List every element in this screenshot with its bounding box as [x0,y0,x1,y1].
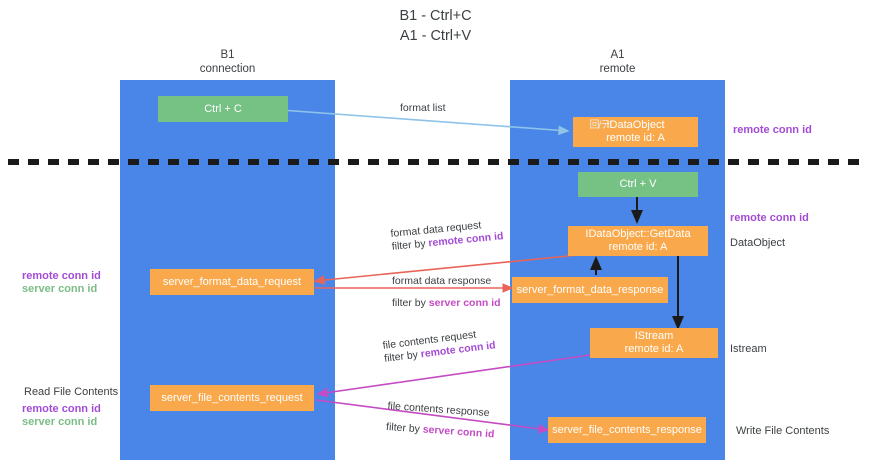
node-idataobject-label: 回/テI IDataObject [589,119,665,132]
node-server-file-contents-request[interactable]: server_file_contents_request [150,385,314,411]
page-title: B1 - Ctrl+C A1 - Ctrl+V [0,6,871,46]
annotation-right-remote-conn-id-top: remote conn id [733,124,812,136]
column-header-right: A1 remote [540,48,695,76]
node-istream-label: IStream [634,330,674,342]
node-istream[interactable]: IStream remote id: A [590,328,718,358]
annotation-left-server-conn-id-2: server conn id [22,416,98,428]
column-right-name: A1 [610,49,625,61]
title-line-1: B1 - Ctrl+C [399,8,472,24]
title-line-2: A1 - Ctrl+V [399,28,472,44]
node-idataobject-name: IDataObject [606,119,665,131]
node-ctrl-c-label: Ctrl + C [204,102,242,115]
node-ctrl-c[interactable]: Ctrl + C [158,96,288,122]
annotation-right-remote-conn-id-mid: remote conn id [730,212,809,224]
annotation-read-file-contents: Read File Contents [24,386,119,398]
node-server-format-data-request-label: server_format_data_request [162,275,302,288]
annotation-left-remote-conn-id-2: remote conn id [22,403,101,415]
node-server-format-data-request[interactable]: server_format_data_request [150,269,314,295]
node-idataobject-glitch: 回/テI [589,120,612,131]
edge-label-format-data-response: format data response filter by server co… [392,275,501,310]
filter-key-server-conn-id: server conn id [428,297,501,309]
node-idataobject-sub: remote id: A [606,132,665,144]
annotation-left-remote-conn-id-1: remote conn id [22,270,101,282]
column-header-left: B1 connection [150,48,305,76]
node-server-format-data-response-label: server_format_data_response [516,283,664,296]
node-server-file-contents-response[interactable]: server_file_contents_response [548,417,706,443]
column-left-name: B1 [220,49,235,61]
edge-label-file-contents-request: file contents request filter by remote c… [382,326,496,365]
node-ctrl-v[interactable]: Ctrl + V [578,172,698,197]
node-getdata-label: IDataObject::GetData [585,228,691,240]
node-ctrl-v-label: Ctrl + V [619,178,657,190]
node-idataobject[interactable]: 回/テI IDataObject remote id: A [573,117,698,147]
annotation-left-server-conn-id-1: server conn id [22,283,98,295]
node-server-file-contents-request-label: server_file_contents_request [161,391,303,404]
column-right-role: remote [599,63,636,75]
edge-label-format-data-response-text: format data response [392,275,492,287]
node-istream-sub: remote id: A [624,343,684,355]
edge-label-format-data-response-filter: filter by server conn id [392,297,501,309]
annotation-dataobject: DataObject [730,237,786,249]
annotation-write-file-contents: Write File Contents [736,425,830,437]
column-left-role: connection [199,63,256,75]
filter-key-server-conn-id-2: server conn id [422,423,495,441]
edge-label-format-data-request: format data request filter by remote con… [390,217,504,254]
node-getdata[interactable]: IDataObject::GetData remote id: A [568,226,708,256]
node-server-file-contents-response-label: server_file_contents_response [552,423,702,436]
edge-label-format-list: format list [400,102,446,114]
annotation-istream: Istream [730,343,767,355]
edge-label-file-contents-response: file contents response filter by server … [386,400,497,441]
edge-label-file-contents-response-text: file contents response [387,400,490,420]
node-server-format-data-response[interactable]: server_format_data_response [512,277,668,303]
edge-label-file-contents-response-filter: filter by server conn id [385,420,495,441]
node-getdata-sub: remote id: A [608,241,668,253]
